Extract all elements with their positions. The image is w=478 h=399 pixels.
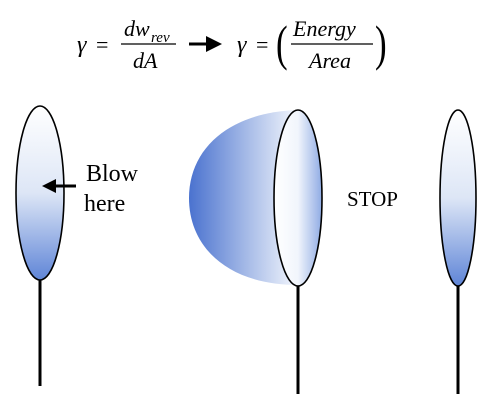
left-parenthesis: (: [276, 17, 288, 71]
blown-bubble: [189, 110, 298, 285]
blow-label-line1: Blow: [86, 161, 139, 187]
left-soap-film: [15, 105, 65, 281]
arrow-right-icon: [189, 36, 222, 52]
fraction1-denominator: dA: [133, 48, 158, 73]
arrow-left-icon: [42, 179, 76, 193]
surface-tension-equation: γ = dw rev dA γ = ( Energy Area ): [77, 16, 387, 73]
equals-sign-2: =: [256, 32, 268, 57]
gamma-symbol-2: γ: [237, 32, 247, 58]
stop-label: STOP: [347, 187, 398, 211]
left-ring-with-film: Blow here: [15, 105, 139, 386]
middle-soap-film: [273, 109, 323, 287]
equals-sign-1: =: [96, 32, 108, 57]
right-soap-film: [439, 109, 477, 287]
fraction2-denominator: Area: [307, 48, 351, 73]
fraction2-numerator: Energy: [292, 16, 356, 41]
fraction1-numerator-subscript: rev: [151, 30, 170, 46]
middle-ring-with-bubble: STOP: [189, 109, 398, 394]
blow-label-line2: here: [84, 191, 125, 217]
gamma-symbol-1: γ: [77, 32, 87, 58]
right-ring-with-film: [439, 109, 477, 394]
fraction1-numerator: dw: [124, 16, 150, 41]
right-parenthesis: ): [375, 17, 387, 71]
